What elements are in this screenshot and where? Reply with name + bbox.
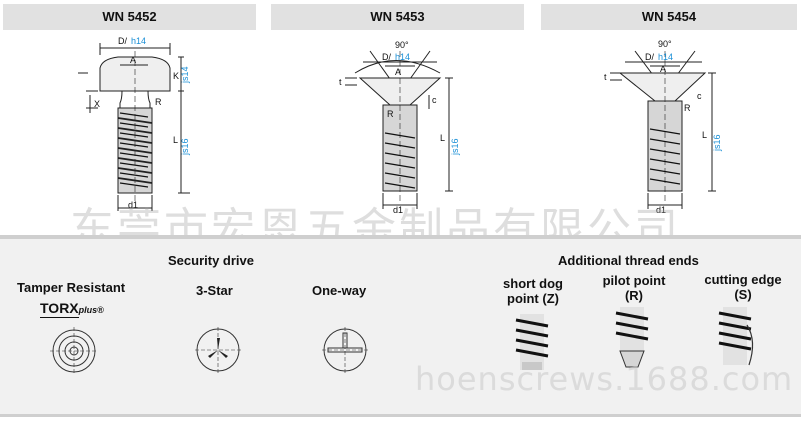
- dim-h14-label: h14: [658, 52, 673, 62]
- dim-r-label: R: [387, 109, 394, 119]
- one-way-label: One-way: [312, 283, 367, 298]
- short-dog-point-icon: [515, 314, 549, 370]
- dim-js16-label: js16: [180, 138, 190, 156]
- dim-d-label: D/: [118, 36, 127, 46]
- dim-h14-label: h14: [131, 36, 146, 46]
- pilot-point-label: pilot point(R): [602, 273, 666, 303]
- dim-r-label: R: [155, 97, 162, 107]
- cutting-edge-icon: [718, 307, 754, 366]
- dim-r-label: R: [684, 103, 691, 113]
- tab-wn-5453[interactable]: WN 5453: [271, 4, 524, 30]
- options-band: [0, 235, 801, 417]
- screw-drawing-wn-5454: 90° D/ h14 A t c R L js16 d1: [604, 39, 722, 215]
- dim-l-label: L: [173, 135, 178, 145]
- dim-js16-label: js16: [450, 138, 460, 156]
- three-star-drive-icon: [195, 327, 241, 373]
- dim-l-label: L: [440, 133, 445, 143]
- dim-d1-label: d1: [393, 205, 403, 215]
- dim-d1-label: d1: [128, 200, 138, 210]
- three-star-label: 3-Star: [196, 283, 233, 298]
- torx-plus-logo: TORXplus®: [40, 300, 104, 318]
- screw-drawing-wn-5453: 90° D/ h14 A t c R L js16 d1: [339, 40, 460, 215]
- bottom-divider: [0, 414, 801, 417]
- dim-d-label: D/: [645, 52, 654, 62]
- dim-a-label: A: [395, 67, 401, 77]
- tamper-resistant-label: Tamper Resistant: [17, 280, 126, 295]
- cutting-edge-label: cutting edge(S): [704, 272, 782, 302]
- pilot-point-icon: [615, 307, 649, 368]
- dim-angle-label: 90°: [395, 40, 409, 50]
- dim-a-label: A: [130, 55, 136, 65]
- dim-c-label: c: [697, 91, 702, 101]
- dim-c-label: c: [432, 95, 437, 105]
- dim-js14-label: js14: [180, 66, 190, 84]
- dim-t-label: t: [339, 77, 342, 87]
- security-drive-heading: Security drive: [168, 253, 254, 268]
- dim-l-label: L: [702, 130, 707, 140]
- thread-ends-heading: Additional thread ends: [558, 253, 699, 268]
- dim-x-label: X: [94, 99, 100, 109]
- tab-wn-5452[interactable]: WN 5452: [3, 4, 256, 30]
- one-way-drive-icon: [322, 327, 368, 373]
- dim-d1-label: d1: [656, 205, 666, 215]
- dim-a-label: A: [660, 64, 666, 74]
- screw-drawing-wn-5452: D/ h14 A K js14 X R L js16 d1: [78, 36, 190, 211]
- dim-t-label: t: [604, 72, 607, 82]
- dim-d-label: D/: [382, 52, 391, 62]
- dim-h14-label: h14: [395, 52, 410, 62]
- dim-angle-label: 90°: [658, 39, 672, 49]
- torx-plus-drive-icon: [50, 327, 98, 375]
- tab-wn-5454[interactable]: WN 5454: [541, 4, 797, 30]
- dim-k-label: K: [173, 71, 179, 81]
- dim-js16-label: js16: [712, 134, 722, 152]
- website-watermark: hoenscrews.1688.com: [415, 360, 794, 398]
